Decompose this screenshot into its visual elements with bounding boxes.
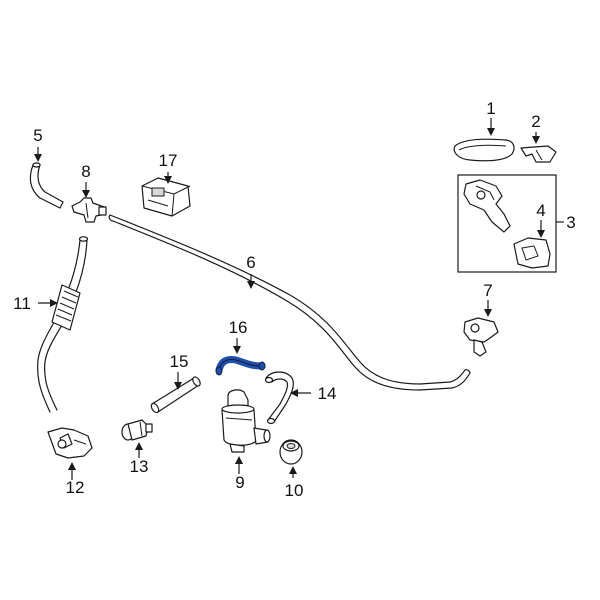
callout-14: 14 xyxy=(318,384,337,403)
callout-6: 6 xyxy=(246,253,255,272)
callout-15: 15 xyxy=(170,352,189,371)
callout-5: 5 xyxy=(33,126,42,145)
part-9-washer-pump[interactable] xyxy=(221,389,271,453)
part-3-assembly-box[interactable] xyxy=(457,174,557,273)
part-6-long-hose[interactable] xyxy=(108,214,471,391)
callout-12: 12 xyxy=(66,478,85,497)
callout-17: 17 xyxy=(159,151,178,170)
part-13-check-valve[interactable] xyxy=(121,419,153,441)
callout-10: 10 xyxy=(285,481,304,500)
part-7-fitting[interactable] xyxy=(463,317,499,357)
part-14-curved-hose[interactable] xyxy=(264,371,294,425)
callout-4: 4 xyxy=(536,201,545,220)
callout-labels: 1 2 3 4 5 6 7 8 9 10 11 12 13 14 15 16 1… xyxy=(13,99,576,500)
callout-9: 9 xyxy=(235,473,244,492)
callout-8: 8 xyxy=(81,162,90,181)
part-11-corrugated-hose[interactable] xyxy=(37,236,89,413)
part-15-straight-hose[interactable] xyxy=(150,376,202,414)
part-8-tee-connector[interactable] xyxy=(71,197,107,223)
part-12-fitting[interactable] xyxy=(47,427,93,459)
callout-11: 11 xyxy=(13,294,31,313)
part-17-module[interactable] xyxy=(141,177,191,217)
part-5-hose-elbow[interactable] xyxy=(29,162,64,209)
part-1-cover-cap[interactable] xyxy=(453,138,515,162)
callout-16: 16 xyxy=(229,318,248,337)
callout-2: 2 xyxy=(531,112,540,131)
part-16-hose-highlighted[interactable] xyxy=(215,356,266,376)
part-10-grommet[interactable] xyxy=(279,439,303,465)
part-2-bracket[interactable] xyxy=(520,145,557,163)
callout-3: 3 xyxy=(566,213,575,232)
leader-lines xyxy=(34,118,564,480)
callout-13: 13 xyxy=(130,457,149,476)
callout-7: 7 xyxy=(483,281,492,300)
callout-1: 1 xyxy=(486,99,495,118)
